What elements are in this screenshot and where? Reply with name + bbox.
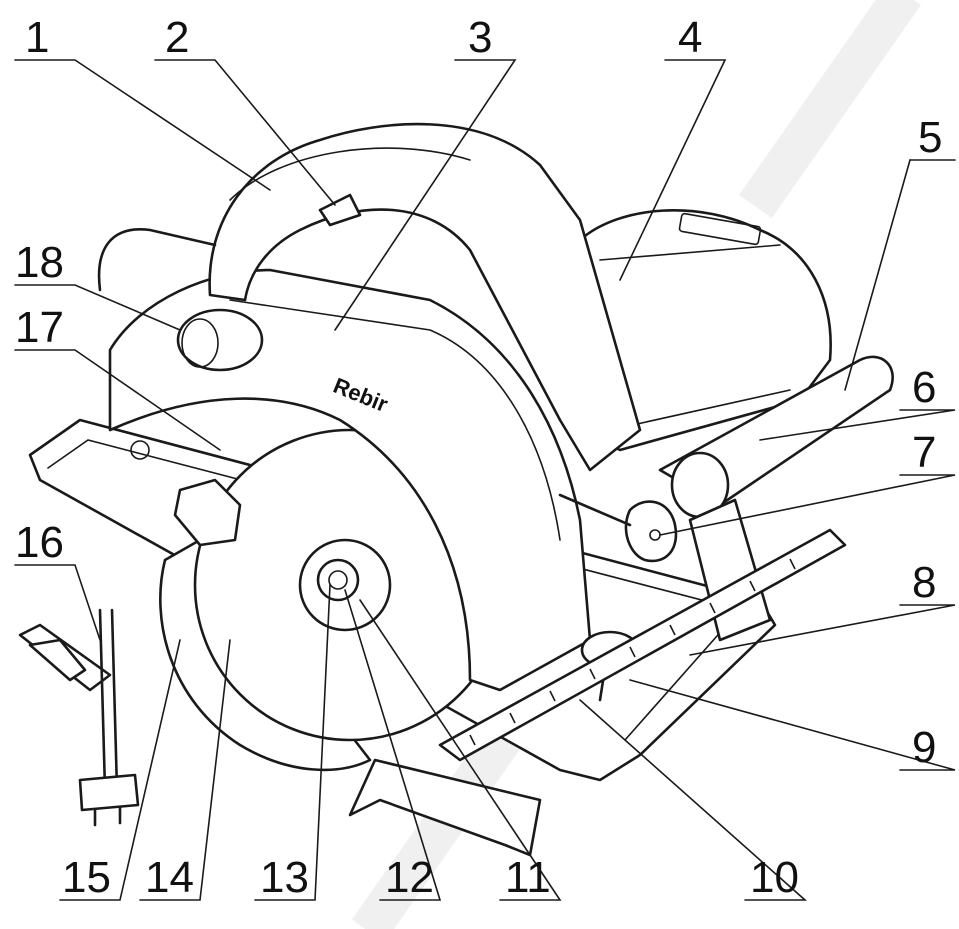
scale-ticks xyxy=(469,558,796,746)
callout-18: 18 xyxy=(15,238,64,287)
callout-17: 17 xyxy=(15,303,64,352)
spindle-lock-button xyxy=(176,308,264,372)
callout-numbers: 1 2 3 4 5 6 7 8 9 10 11 12 13 14 15 16 1… xyxy=(15,13,942,902)
callout-13: 13 xyxy=(260,853,309,902)
callout-9: 9 xyxy=(912,723,936,772)
callout-15: 15 xyxy=(62,853,111,902)
leader-lines xyxy=(14,59,956,901)
callout-12: 12 xyxy=(385,853,434,902)
rip-fence-scale xyxy=(438,528,847,762)
power-cord-stub xyxy=(97,228,217,292)
trigger xyxy=(318,193,362,227)
callout-6: 6 xyxy=(912,363,936,412)
wrench-and-plug xyxy=(18,608,140,827)
callout-5: 5 xyxy=(918,113,942,162)
saw-illustration: Rebir xyxy=(18,122,894,857)
callout-2: 2 xyxy=(165,13,189,62)
callout-16: 16 xyxy=(15,518,64,567)
callout-4: 4 xyxy=(678,13,702,62)
callout-11: 11 xyxy=(505,853,551,902)
callout-1: 1 xyxy=(25,13,49,62)
callout-3: 3 xyxy=(468,13,492,62)
callout-7: 7 xyxy=(912,428,936,477)
arbor-bolt xyxy=(316,558,360,602)
callout-10: 10 xyxy=(750,853,799,902)
callout-14: 14 xyxy=(145,853,194,902)
callout-8: 8 xyxy=(912,558,936,607)
main-handle xyxy=(208,122,642,472)
